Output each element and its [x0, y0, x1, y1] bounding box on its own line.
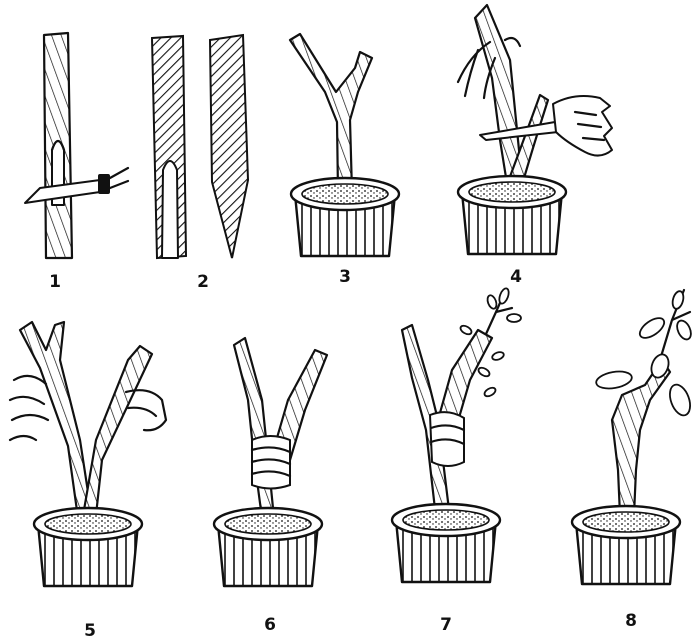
step-label-3: 3 [339, 267, 351, 287]
step-8-established [572, 290, 692, 584]
step-label-4: 4 [510, 267, 522, 287]
step-label-1: 1 [49, 272, 61, 292]
step-6-binding [214, 338, 327, 586]
step-5-insert-scion [10, 322, 166, 586]
step-label-6: 6 [264, 615, 276, 635]
step-label-5: 5 [84, 621, 96, 641]
step-label-2: 2 [197, 272, 209, 292]
step-3-rootstock [290, 34, 399, 256]
step-label-7: 7 [440, 615, 452, 635]
step-label-8: 8 [625, 611, 637, 631]
step-7-growing [392, 287, 521, 582]
step-4-cutting [458, 5, 612, 254]
step-1-stock-cut [25, 33, 128, 258]
step-2-scion [152, 35, 248, 258]
